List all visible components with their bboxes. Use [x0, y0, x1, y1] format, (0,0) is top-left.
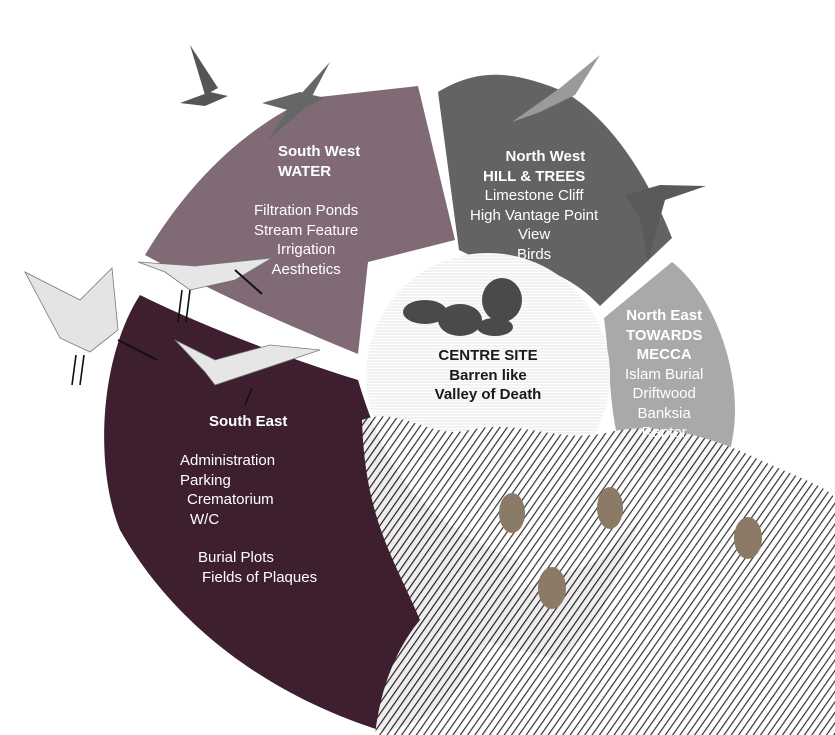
- north-west-items: Limestone Cliff High Vantage Point View …: [470, 186, 598, 264]
- list-item: Burial Plots: [180, 548, 317, 568]
- south-west-items: Filtration Ponds Stream Feature Irrigati…: [254, 201, 358, 279]
- south-west-title: South West: [278, 142, 360, 162]
- list-item: Administration: [180, 451, 317, 471]
- north-west-label: North West HILL & TREES: [483, 147, 585, 186]
- list-item: Aesthetics: [254, 260, 358, 280]
- centre-subtitle-2: Valley of Death: [408, 385, 568, 405]
- list-item: Driftwood: [625, 384, 703, 404]
- list-spacer: [180, 529, 317, 548]
- centre-site-label: CENTRE SITE Barren like Valley of Death: [408, 346, 568, 405]
- list-item: Irrigation: [254, 240, 358, 260]
- list-item: Fields of Plaques: [180, 568, 317, 588]
- south-east-title: South East: [209, 412, 287, 432]
- north-east-theme-1: TOWARDS: [625, 326, 703, 346]
- list-item: High Vantage Point: [470, 206, 598, 226]
- list-item: Banksia: [625, 404, 703, 424]
- north-east-title: North East: [625, 306, 703, 326]
- north-east-label: North East TOWARDS MECCA Islam Burial Dr…: [625, 306, 703, 443]
- pelican-illustration: [180, 45, 228, 106]
- south-east-items: Administration Parking Crematorium W/C B…: [180, 451, 317, 587]
- north-east-theme-2: MECCA: [625, 345, 703, 365]
- list-item: View: [470, 225, 598, 245]
- list-item: Stream Feature: [254, 221, 358, 241]
- north-west-title: North West: [483, 147, 585, 167]
- centre-subtitle-1: Barren like: [408, 366, 568, 386]
- list-item: Parking: [180, 471, 317, 491]
- list-item: Raptor: [625, 423, 703, 443]
- list-item: Limestone Cliff: [470, 186, 598, 206]
- south-east-label: South East: [209, 412, 287, 432]
- south-west-theme: WATER: [278, 162, 360, 182]
- north-west-theme: HILL & TREES: [483, 167, 585, 187]
- list-item: Filtration Ponds: [254, 201, 358, 221]
- list-item: Birds: [470, 245, 598, 265]
- list-item: W/C: [180, 510, 317, 530]
- list-item: Islam Burial: [625, 365, 703, 385]
- south-west-label: South West WATER: [278, 142, 360, 181]
- list-item: Crematorium: [180, 490, 317, 510]
- centre-title: CENTRE SITE: [408, 346, 568, 366]
- tree-with-birds-illustration: [362, 416, 835, 735]
